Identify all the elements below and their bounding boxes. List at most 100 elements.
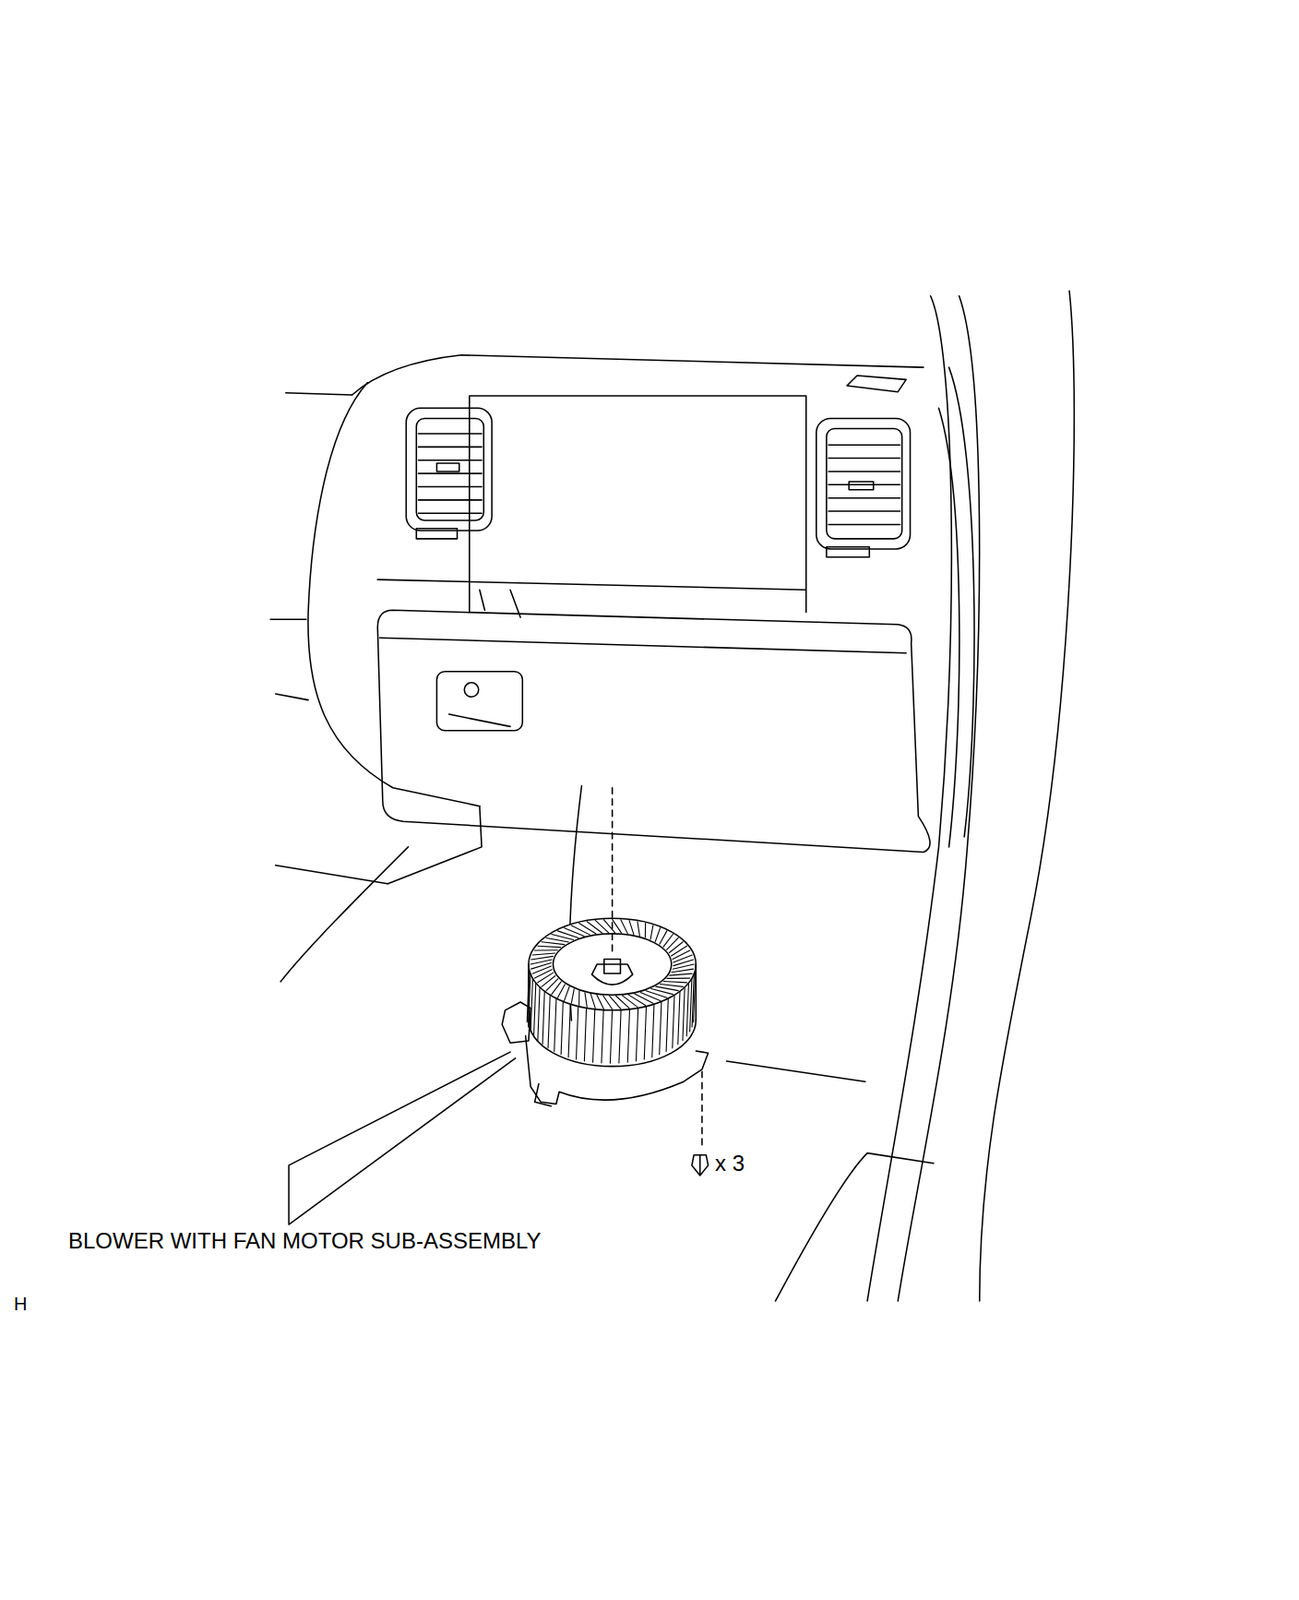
fan-blade (546, 937, 569, 942)
fan-blade (578, 990, 580, 1006)
fan-inner (552, 933, 671, 995)
fan-blade (603, 995, 613, 1010)
fan-blade (554, 998, 557, 1052)
fan-blade (601, 1010, 604, 1064)
fan-blade (568, 1003, 571, 1058)
fan-blade (534, 949, 558, 951)
fan-blade (593, 1009, 596, 1063)
fan-blade (571, 925, 590, 935)
fan-blades (526, 918, 696, 1063)
flange-tab (535, 1083, 552, 1106)
fan-blade (564, 928, 584, 937)
fan-blade (560, 1001, 563, 1055)
fan-blade (671, 945, 688, 956)
fan-blade (557, 930, 579, 939)
fan-blade (655, 928, 660, 942)
fan-blade (537, 987, 540, 1041)
vent-slats (418, 433, 483, 513)
defrost-vent (846, 375, 906, 393)
panel-line (275, 693, 309, 701)
fan-blade (650, 925, 654, 940)
fan-blade (530, 959, 552, 965)
vent-knob (848, 481, 874, 490)
blower-motor (501, 917, 708, 1106)
fan-blade (532, 953, 555, 955)
pillar-line (979, 290, 1075, 1301)
pillar-line (939, 367, 976, 847)
vent-knob (436, 463, 459, 472)
pillar-line (897, 296, 979, 1301)
fan-blade (690, 977, 692, 1032)
part-name: BLOWER WITH FAN MOTOR SUB-ASSEMBLY (68, 1228, 542, 1253)
fan-blade (576, 1006, 579, 1061)
dashed-guide (701, 1071, 704, 1148)
glove-handle (436, 671, 523, 731)
panel-line (286, 393, 353, 395)
left-vent-inner (416, 417, 484, 521)
fan-blade (634, 993, 654, 1003)
fan-blade (546, 978, 559, 991)
fan-blade (548, 994, 550, 1049)
leader-line (288, 1051, 516, 1225)
dash-side (308, 382, 480, 807)
fan-blade (542, 990, 545, 1045)
glove-box-edge (379, 637, 906, 654)
fan-blade (564, 986, 570, 1001)
fan-top (528, 917, 696, 1011)
fan-blade (586, 921, 602, 933)
fan-blade (584, 992, 587, 1008)
fan-blade (526, 968, 529, 1023)
fan-blade (583, 1007, 586, 1061)
connector (501, 1001, 531, 1043)
fan-blade (621, 995, 637, 1007)
vent-tab (826, 547, 870, 558)
fan-blade (682, 987, 685, 1041)
fan-blade (678, 990, 680, 1045)
fan-blade (659, 930, 668, 944)
console-line (280, 846, 408, 982)
panel-line (275, 865, 389, 884)
right-vent-inner (826, 428, 903, 538)
panel-line (270, 618, 307, 620)
fan-blade (541, 976, 556, 988)
fan-blade (534, 982, 537, 1037)
fan-blade (628, 994, 645, 1005)
fan-blade (635, 1007, 638, 1061)
vent-slats (828, 444, 900, 525)
fan-blade (637, 921, 640, 937)
fan-blade (672, 950, 691, 959)
fan-blade (537, 972, 554, 983)
fan-blade (531, 955, 554, 960)
fan-blade (534, 969, 552, 978)
pillar-line (867, 296, 952, 1301)
fan-blade (671, 968, 694, 973)
fan-blade (541, 941, 565, 945)
hub-shaft (604, 959, 621, 974)
fan-blade (643, 1006, 646, 1061)
fan-blade (640, 991, 660, 1001)
glove-box (377, 609, 930, 852)
fan-blade (691, 973, 694, 1027)
lock (464, 682, 478, 697)
fan-blade (596, 994, 604, 1009)
floor-line (726, 1060, 865, 1082)
quantity: x 3 (715, 1151, 745, 1176)
fan-blade (609, 1010, 612, 1064)
fan-blade (612, 918, 622, 933)
dash-lower (387, 806, 482, 884)
fan-blade (659, 983, 683, 987)
vent-tab (416, 528, 457, 539)
fan-blade (667, 977, 691, 979)
floor-line (775, 1153, 934, 1301)
fan-blade (664, 981, 688, 983)
fan-blade (669, 973, 692, 976)
right-vent (816, 417, 911, 549)
fan-blade (571, 989, 574, 1003)
fan-blade (619, 1010, 621, 1064)
fan-blade (686, 982, 689, 1037)
fan-blade (557, 984, 565, 998)
fan-blade (655, 986, 679, 991)
screw (691, 1155, 709, 1176)
